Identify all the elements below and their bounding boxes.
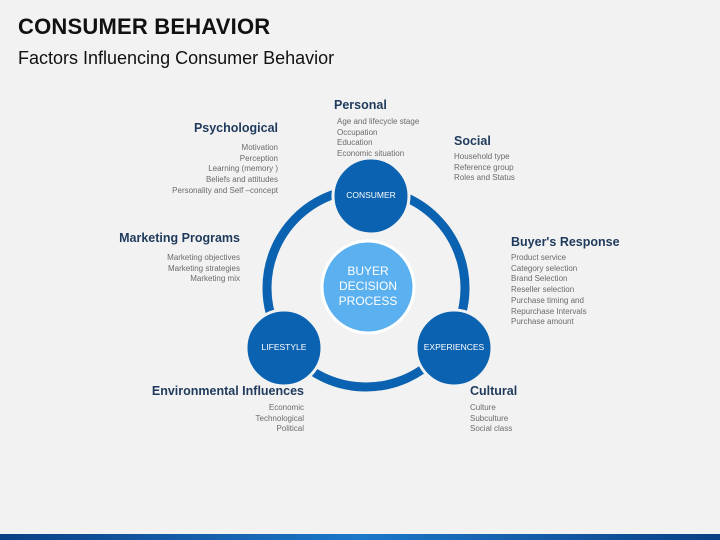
list-item: Roles and Status — [454, 173, 515, 183]
footer-bar — [0, 534, 720, 540]
lifestyle-label: LIFESTYLE — [261, 342, 307, 352]
list-item: Subculture — [470, 413, 509, 423]
slide-title: CONSUMER BEHAVIOR — [18, 14, 271, 39]
slide-subtitle: Factors Influencing Consumer Behavior — [18, 48, 335, 68]
environmental-heading: Environmental Influences — [151, 384, 304, 398]
buyers-response-heading: Buyer's Response — [511, 235, 620, 249]
social-heading: Social — [454, 134, 491, 148]
marketing-heading: Marketing Programs — [119, 231, 240, 245]
marketing-list: Marketing objectives Marketing strategie… — [167, 253, 240, 285]
cultural-list: Culture Subculture Social class — [470, 403, 512, 435]
list-item: Brand Selection — [511, 274, 568, 284]
list-item: Age and lifecycle stage — [337, 117, 420, 126]
cultural-heading: Cultural — [470, 384, 518, 398]
center-label-line: BUYER — [347, 264, 389, 278]
list-item: Category selection — [511, 263, 578, 273]
psychological-list: Motivation Perception Learning (memory )… — [172, 143, 278, 197]
personal-heading: Personal — [334, 98, 387, 112]
list-item: Culture — [470, 403, 496, 412]
lifestyle-node — [244, 308, 324, 388]
list-item: Economic situation — [337, 149, 405, 159]
list-item: Technological — [255, 413, 304, 423]
list-item: Economic — [268, 403, 304, 412]
list-item: Repurchase Intervals — [511, 306, 587, 316]
list-item: Personality and Self –concept — [172, 185, 278, 195]
environmental-list: Economic Technological Political — [256, 403, 304, 435]
list-item: Occupation — [337, 127, 378, 137]
experiences-node — [414, 308, 494, 388]
buyers-response-list: Product service Category selection Brand… — [511, 253, 587, 328]
psychological-heading: Psychological — [193, 121, 278, 135]
center-node — [320, 239, 416, 335]
center-label: BUYER DECISION PROCESS — [318, 264, 418, 309]
list-item: Beliefs and attitudes — [205, 175, 278, 185]
list-item: Learning (memory ) — [208, 164, 278, 174]
list-item: Motivation — [241, 143, 278, 152]
personal-list: Age and lifecycle stage Occupation Educa… — [337, 117, 419, 160]
list-item: Education — [337, 138, 373, 148]
list-item: Marketing objectives — [167, 253, 240, 262]
experiences-label: EXPERIENCES — [423, 342, 485, 352]
center-label-line: PROCESS — [338, 294, 398, 308]
list-item: Social class — [470, 424, 513, 434]
consumer-label: CONSUMER — [346, 190, 396, 200]
list-item: Marketing strategies — [167, 263, 240, 273]
list-item: Reference group — [454, 162, 514, 172]
list-item: Household type — [454, 152, 510, 161]
list-item: Marketing mix — [190, 274, 240, 284]
list-item: Political — [276, 424, 304, 434]
consumer-node — [331, 156, 411, 236]
list-item: Reseller selection — [511, 285, 575, 295]
list-item: Purchase timing and — [511, 295, 584, 305]
social-list: Household type Reference group Roles and… — [454, 152, 515, 184]
list-item: Product service — [511, 253, 567, 262]
center-label-line: DECISION — [338, 279, 397, 293]
list-item: Perception — [239, 153, 278, 163]
list-item: Purchase amount — [511, 317, 574, 327]
